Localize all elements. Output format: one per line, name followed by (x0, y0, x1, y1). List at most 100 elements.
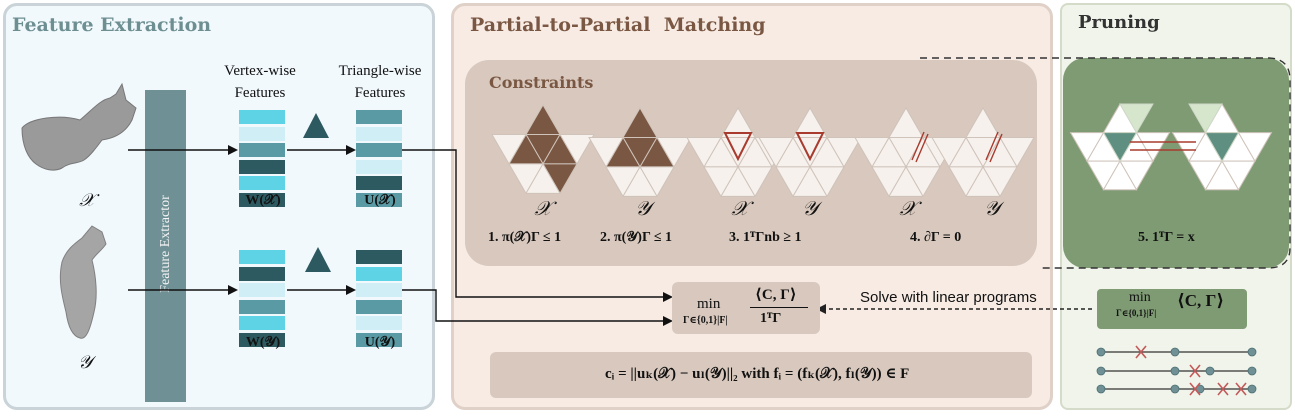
constraint-4-formula: 4. ∂Γ = 0 (910, 230, 962, 245)
pruning-tiles (1069, 103, 1273, 191)
constraints-title: Constraints (489, 73, 594, 92)
feature-vector (239, 143, 285, 157)
triangle-icon-bottom (305, 247, 331, 272)
constraint-4-shape-y-label: 𝒴 (984, 198, 1000, 220)
shape-y-mesh (59, 225, 107, 339)
shape-x-mesh (21, 82, 137, 171)
feature-extractor-block (145, 90, 186, 402)
mesh-triangle (1171, 132, 1207, 163)
feature-vector (239, 192, 285, 207)
solve-text: Solve with linear programs (860, 289, 1037, 306)
dashed-outline (920, 57, 1291, 269)
constraint-tiles (491, 104, 1035, 198)
boundary-arrow (915, 133, 929, 163)
constraint-1-shape-label: 𝒳 (534, 198, 552, 220)
shape-x-label: 𝒳 (79, 190, 95, 210)
boundary-arrow (911, 131, 925, 161)
feature-vector (356, 266, 402, 281)
pruned-objective-box (1097, 289, 1247, 329)
mesh-triangle (559, 133, 595, 165)
matched-triangle (1119, 103, 1154, 134)
dashed-arrow-head (816, 304, 826, 314)
feature-vector (356, 299, 402, 314)
mesh-triangle (888, 165, 924, 197)
pruning-title: Pruning (1078, 12, 1160, 33)
constraint-4-shape-x-label: 𝒳 (899, 198, 917, 220)
feature-vector (356, 110, 402, 124)
boundary-arrow (985, 131, 999, 161)
u-y-label: U(𝒴) (364, 335, 396, 350)
objective-box (672, 282, 820, 334)
mesh-triangle (622, 107, 658, 138)
matched-triangle (1102, 132, 1138, 163)
feature-vector (239, 316, 285, 330)
mesh-triangle (588, 136, 624, 168)
feature-vector (356, 192, 402, 207)
objective-min: min (697, 296, 721, 312)
mesh-triangle (1069, 132, 1105, 163)
cost-formula: cᵢ = ||uₖ(𝒳) − uₗ(𝒴)||₂ with fᵢ = (fₖ(𝒳)… (605, 366, 910, 382)
feature-vector (356, 126, 402, 141)
feature-vector (239, 266, 285, 281)
mesh-triangle (525, 104, 561, 135)
pruning-edge-nodes (1096, 347, 1257, 394)
u-x-label: U(𝒳) (364, 193, 396, 208)
mesh-triangle (686, 136, 722, 168)
pruned-objective-min: min (1129, 290, 1151, 305)
triangle-icon-top (303, 113, 329, 138)
feature-vector (239, 283, 285, 297)
boundary-arrow (989, 133, 1003, 163)
feature-vector (356, 316, 402, 330)
mesh-triangle (965, 107, 1001, 138)
cross-icon (1135, 345, 1247, 396)
feature-vector (239, 126, 285, 141)
pruned-objective-subscript: Γ∈{0,1}|F| (1116, 308, 1157, 318)
mesh-triangle (826, 136, 862, 168)
boundary-triangle (795, 132, 825, 162)
matched-triangle (1204, 132, 1240, 163)
mesh-triangle (1237, 132, 1273, 163)
feature-vector (356, 250, 402, 264)
mesh-triangle (1102, 160, 1138, 191)
feature-vector (356, 143, 402, 157)
feature-vector (356, 283, 402, 297)
mesh-triangle (931, 136, 967, 168)
mesh-triangle (720, 165, 756, 197)
feature-vector (356, 159, 402, 174)
feature-vector (239, 299, 285, 314)
feature-extraction-title: Feature Extraction (12, 14, 212, 36)
w-x-label: W(𝒳) (245, 193, 281, 208)
mesh-triangle (622, 165, 658, 197)
matching-title: Partial-to-Partial Matching (470, 14, 766, 36)
arrow-heads (228, 145, 673, 326)
mesh-triangle (1204, 160, 1240, 191)
mesh-triangle (854, 136, 890, 168)
constraint-3-shape-y-label: 𝒴 (802, 198, 818, 220)
mesh-triangle (758, 136, 794, 168)
constraint-3-shape-x-label: 𝒳 (731, 198, 749, 220)
mesh-triangle (888, 107, 924, 138)
feature-vector (239, 176, 285, 190)
constraint-2-shape-label: 𝒴 (635, 198, 651, 220)
mesh-triangle (999, 136, 1035, 168)
feature-vector (239, 332, 285, 347)
mesh-triangle (965, 165, 1001, 197)
cost-formula-box (490, 352, 1032, 398)
feature-vector (356, 176, 402, 190)
objective-fraction-bar (750, 307, 808, 308)
objective-subscript: Γ∈{0,1}|F| (683, 315, 728, 326)
w-y-label: W(𝒴) (245, 335, 281, 350)
objective-numerator: ⟨C, Γ⟩ (755, 287, 797, 303)
feature-vector (239, 110, 285, 124)
mesh-triangle (656, 136, 692, 168)
pruned-objective-expr: ⟨C, Γ⟩ (1177, 291, 1225, 310)
mesh-triangle (491, 133, 527, 165)
feature-vector (356, 332, 402, 347)
boundary-triangle (723, 132, 753, 162)
matched-triangle (1188, 103, 1223, 134)
connector-lines (128, 149, 667, 322)
mesh-triangle (792, 165, 828, 197)
shape-y-label: 𝒴 (77, 352, 93, 372)
constraint-1-formula: 1. π(𝒳)Γ ≤ 1 (488, 230, 562, 245)
